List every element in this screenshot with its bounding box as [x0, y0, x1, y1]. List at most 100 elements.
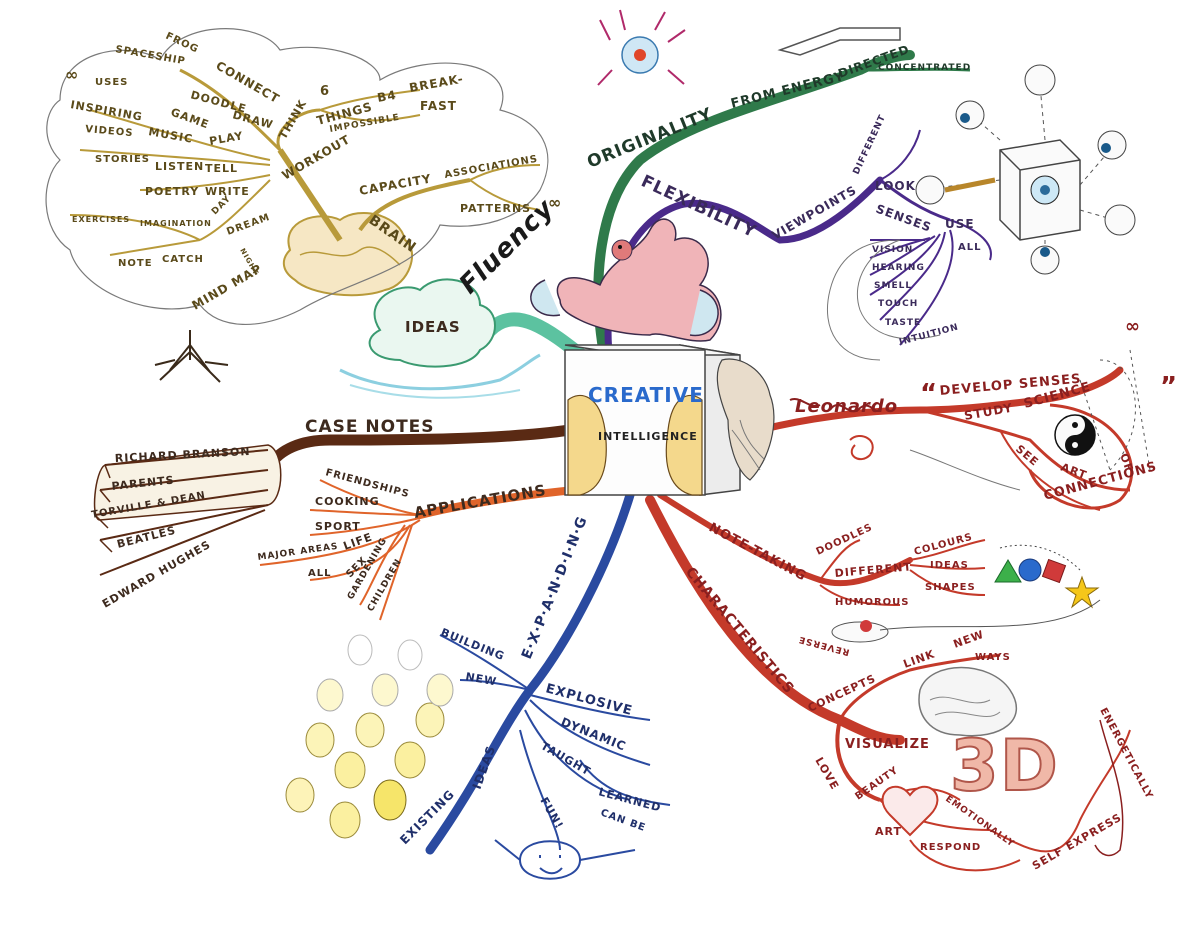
- dynamic-label: DYNAMIC: [559, 715, 629, 754]
- expanding-label: E·X·P·A·N·D·I·N·G: [519, 514, 591, 662]
- game-label: GAME: [169, 106, 211, 132]
- inspiring-label: INSPIRING: [69, 98, 143, 124]
- visualize-label: VISUALIZE: [845, 737, 930, 752]
- case-notes-branch: CASE NOTES RICHARD BRANSON PARENTS TORVI…: [91, 417, 576, 611]
- taught-label: TAUGHT: [539, 739, 594, 778]
- central-image: CREATIVE INTELLIGENCE: [530, 218, 775, 496]
- infinity-small: ∞: [65, 65, 79, 84]
- poetry-label: POETRY: [145, 185, 199, 198]
- associations-label: ASSOCIATIONS: [444, 154, 539, 181]
- leonardo-branch: Leonardo “ DEVELOP SENSES ” ∞ STUDY SCIE…: [756, 316, 1177, 511]
- originality-label: ORIGINALITY: [584, 104, 715, 173]
- leonardo-label: Leonardo: [795, 396, 898, 417]
- explosive-label: EXPLOSIVE: [544, 681, 634, 719]
- note-label: NOTE: [118, 258, 153, 269]
- sense-vision: VISION: [872, 245, 913, 255]
- eye-icon: [955, 100, 985, 130]
- vine-decoration: [1094, 719, 1124, 857]
- use-label: USE: [945, 217, 975, 231]
- fluency-cloud-outline: [45, 28, 549, 326]
- catch-label: CATCH: [162, 254, 204, 265]
- different-label: DIFFERENT: [852, 113, 889, 176]
- creative-title: CREATIVE: [588, 383, 704, 407]
- ways-label: WAYS: [975, 652, 1011, 663]
- characteristics-branch: 3D CHARACTERISTICS REVERSE LINK NEW WAYS…: [645, 495, 1155, 873]
- tree-roots-icon: [154, 330, 229, 383]
- square-icon: [1041, 558, 1067, 584]
- sense-hearing: HEARING: [872, 263, 925, 273]
- three-d-label: 3D: [950, 725, 1059, 807]
- music-label: MUSIC: [147, 125, 194, 146]
- fast-label: FAST: [420, 99, 457, 113]
- love-label: LOVE: [812, 755, 841, 792]
- scroll-icon: [93, 444, 282, 521]
- intelligence-title: INTELLIGENCE: [598, 430, 698, 443]
- frog-label: FROG: [164, 31, 201, 56]
- ideas-label: IDEAS: [405, 318, 461, 336]
- exercises-label: EXERCISES: [72, 215, 130, 224]
- ideas-label-exp: IDEAS: [470, 743, 499, 791]
- play-label: PLAY: [208, 129, 244, 148]
- hands-icon: [567, 394, 607, 496]
- self-express-label: SELF EXPRESS: [1030, 811, 1124, 873]
- art-label-ch: ART: [875, 825, 902, 838]
- infinity-leonardo: ∞: [1125, 316, 1141, 337]
- uses-label: USES: [95, 77, 128, 88]
- sense-taste: TASTE: [885, 318, 921, 328]
- fluency-branch: Fluency IDEAS BRAIN CAPACITY ASSOCIATION…: [45, 28, 607, 399]
- patterns-label: PATTERNS: [460, 202, 531, 215]
- of-label: OF: [1117, 452, 1136, 474]
- happy-face-icon: [494, 839, 636, 880]
- six-label: 6: [320, 84, 330, 99]
- break-label: BREAK-: [408, 72, 465, 95]
- draw-label: DRAW: [231, 108, 275, 131]
- b4-label: B4: [376, 88, 398, 105]
- building-label: BUILDING: [439, 626, 507, 663]
- can-be-label: CAN BE: [599, 807, 647, 834]
- leonardo-signature: [789, 397, 881, 413]
- study-label: STUDY: [963, 401, 1014, 423]
- write-label: WRITE: [205, 185, 250, 198]
- doodles-label: DOODLES: [815, 522, 875, 558]
- life-label: LIFE: [342, 530, 375, 553]
- ideas-label-nt: IDEAS: [930, 560, 969, 571]
- eye-icon: [1024, 64, 1056, 96]
- look-label: LOOK: [875, 179, 916, 193]
- open-quote: “: [920, 379, 938, 409]
- shapes-label: SHAPES: [925, 582, 976, 593]
- star-icon: [1064, 575, 1100, 609]
- characteristics-label: CHARACTERISTICS: [682, 564, 797, 697]
- mind-map-label: MIND MAP: [190, 261, 265, 312]
- imagination-label: IMAGINATION: [140, 219, 212, 228]
- sense-touch: TOUCH: [878, 299, 918, 309]
- circle-icon: [1018, 558, 1042, 582]
- ideas-cloud: [368, 278, 496, 368]
- eye-icon: [1104, 204, 1136, 236]
- stories-label: STORIES: [95, 154, 150, 165]
- eye-icon: [1030, 245, 1060, 275]
- applications-label: APPLICATIONS: [413, 481, 548, 522]
- splash: [339, 353, 541, 391]
- concentrated-label: CONCENTRATED: [878, 63, 971, 73]
- tell-label: TELL: [205, 162, 238, 175]
- spiral-outline: [826, 239, 941, 361]
- senses-label: SENSES: [874, 202, 934, 235]
- note-taking-label: NOTE-TAKING: [706, 520, 809, 584]
- nose-icon: [831, 621, 889, 643]
- workout-label: WORKOUT: [280, 132, 353, 182]
- case-notes-label: CASE NOTES: [305, 417, 435, 437]
- from-energy-label: FROM ENERGY: [729, 69, 846, 112]
- applications-branch: APPLICATIONS FRIENDSHIPS COOKING SPORT M…: [257, 467, 579, 621]
- capacity-label: CAPACITY: [358, 171, 433, 198]
- fun-label: FUN!: [537, 795, 566, 832]
- infinity-label: ∞: [548, 193, 562, 212]
- new-label-exp: NEW: [464, 670, 498, 688]
- all-label: ALL: [308, 568, 331, 579]
- sport-label: SPORT: [315, 520, 361, 533]
- light-bulbs-icon: [285, 634, 454, 839]
- heart-icon: [881, 785, 939, 837]
- listen-label: LISTEN: [155, 160, 204, 173]
- spaceship-label: SPACESHIP: [114, 44, 186, 67]
